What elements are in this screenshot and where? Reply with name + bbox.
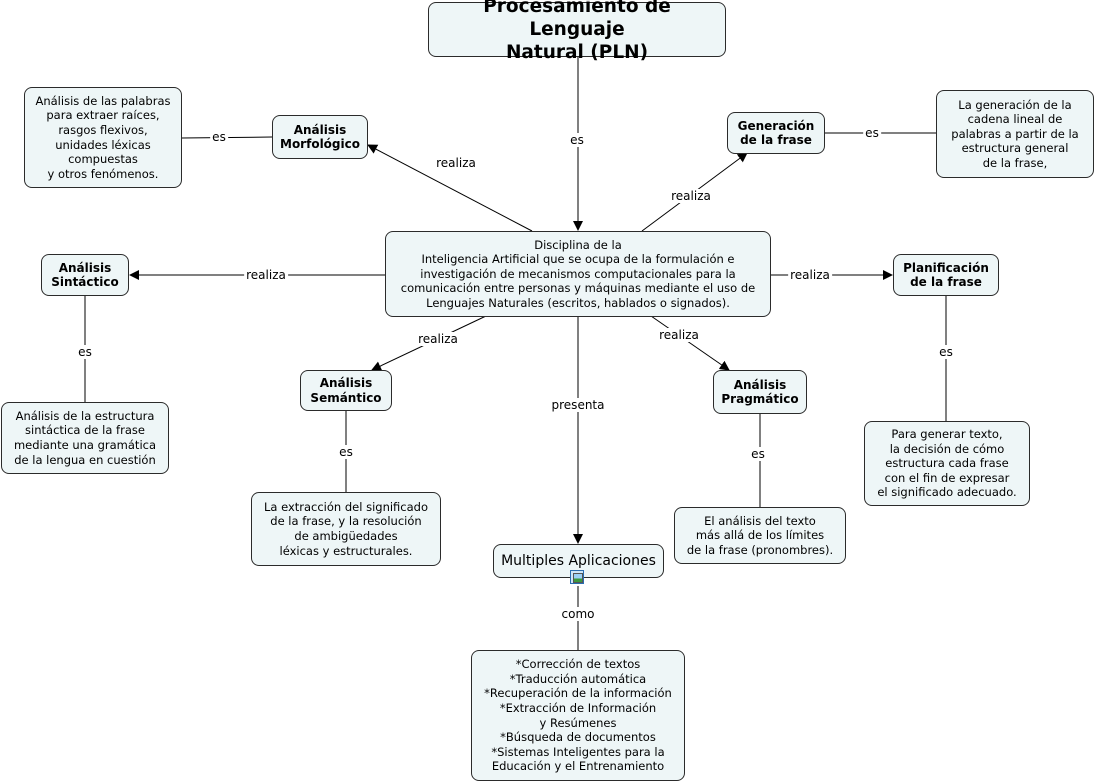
label-gen-realiza: realiza [669,189,713,203]
node-semantico-desc[interactable]: La extracción del significado de la fras… [251,492,441,566]
node-generacion-desc[interactable]: La generación de la cadena lineal de pal… [936,90,1094,178]
node-morfologico-desc[interactable]: Análisis de las palabras para extraer ra… [24,87,182,188]
node-semantico[interactable]: Análisis Semántico [300,370,392,411]
node-title[interactable]: Procesamiento de Lenguaje Natural (PLN) [428,0,726,63]
node-pragmatico[interactable]: Análisis Pragmático [713,370,807,414]
node-pragmatico-desc[interactable]: El análisis del texto más allá de los lí… [674,507,846,564]
label-plan-es: es [937,345,955,359]
node-center[interactable]: Disciplina de la Inteligencia Artificial… [385,231,771,317]
label-plan-realiza: realiza [788,268,832,282]
edge-center-pragmatico [650,315,730,371]
node-planificacion[interactable]: Planificación de la frase [893,254,999,296]
label-sint-realiza: realiza [244,268,288,282]
image-icon[interactable] [570,570,584,584]
label-sem-realiza: realiza [416,332,460,346]
label-title-es: es [568,133,586,147]
label-presenta: presenta [549,398,607,412]
node-sintactico-desc[interactable]: Análisis de la estructura sintáctica de … [1,402,169,474]
label-prag-es: es [749,447,767,461]
edge-center-morfologico [367,144,533,232]
label-morf-es: es [210,130,228,144]
label-sint-es: es [76,345,94,359]
node-planificacion-desc[interactable]: Para generar texto, la decisión de cómo … [864,421,1030,506]
label-prag-realiza: realiza [657,328,701,342]
label-morf-realiza: realiza [434,156,478,170]
node-sintactico[interactable]: Análisis Sintáctico [41,254,129,296]
label-gen-es: es [863,126,881,140]
node-morfologico[interactable]: Análisis Morfológico [272,115,368,159]
label-sem-es: es [337,445,355,459]
label-como: como [559,607,597,621]
node-generacion[interactable]: Generación de la frase [727,112,825,154]
node-aplicaciones-desc[interactable]: *Corrección de textos *Traducción automá… [471,650,685,781]
